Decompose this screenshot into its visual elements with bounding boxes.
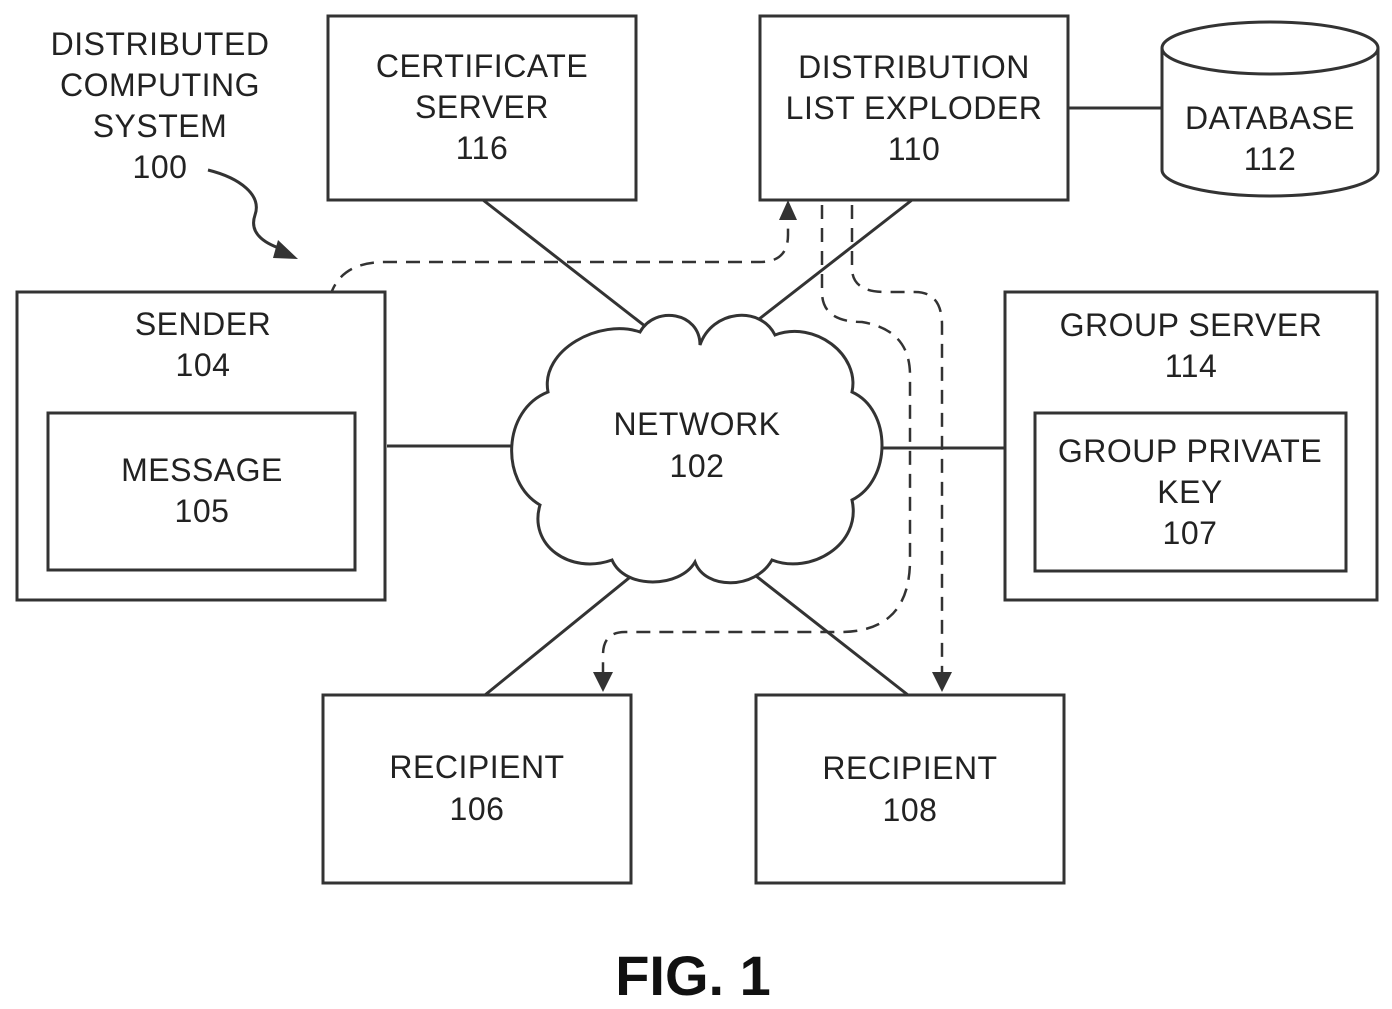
distribution-list-exploder-box [758,14,1070,202]
group-private-key-label-line2: KEY [1157,474,1223,510]
arrowhead-to-exploder [779,200,797,220]
recipient-108-label: RECIPIENT [822,750,997,786]
network-connections [387,106,1162,697]
distribution-list-exploder-node: DISTRIBUTION LIST EXPLODER 110 [758,14,1070,202]
recipient-108-box [754,693,1066,885]
flow-exploder-to-recipient-108 [850,205,944,675]
system-pointer-arrowhead [273,240,298,259]
group-private-key-label-line1: GROUP PRIVATE [1058,433,1322,469]
recipient-106-ref: 106 [450,791,505,827]
recipient-106-label: RECIPIENT [389,749,564,785]
database-label: DATABASE [1185,100,1355,136]
message-ref: 105 [175,493,230,529]
system-label: DISTRIBUTED COMPUTING SYSTEM 100 [51,26,298,259]
exploder-label-line2: LIST EXPLODER [786,90,1043,126]
arrowhead-to-recipient-106 [593,672,613,692]
recipient-106-box [321,693,633,885]
database-ref: 112 [1244,141,1297,177]
arrowhead-to-recipient-108 [932,672,952,692]
connection-certificate-server [482,198,651,332]
network-node: NETWORK 102 [510,313,884,585]
message-flow-paths [325,200,952,692]
system-label-line3: SYSTEM [93,108,228,144]
network-ref: 102 [670,448,725,484]
group-server-node: GROUP SERVER 114 GROUP PRIVATE KEY 107 [1003,290,1379,602]
group-private-key-box [1033,411,1348,573]
certificate-server-label-line1: CERTIFICATE [376,48,588,84]
sender-ref: 104 [176,347,231,383]
flow-exploder-to-recipient-106 [601,205,912,675]
figure-caption: FIG. 1 [615,944,771,1007]
flow-sender-to-exploder [325,215,790,412]
database-node: DATABASE 112 [1160,20,1380,198]
system-label-ref: 100 [133,149,188,185]
recipient-106-node: RECIPIENT 106 [321,693,633,885]
certificate-server-label-line2: SERVER [415,89,549,125]
exploder-label-line1: DISTRIBUTION [798,49,1030,85]
group-private-key-ref: 107 [1163,515,1218,551]
sender-label: SENDER [135,306,271,342]
certificate-server-node: CERTIFICATE SERVER 116 [326,14,638,202]
connection-recipient-108 [741,563,909,697]
recipient-108-ref: 108 [883,792,938,828]
system-label-line1: DISTRIBUTED [51,26,270,62]
sender-node: SENDER 104 MESSAGE 105 [15,290,387,602]
recipient-108-node: RECIPIENT 108 [754,693,1066,885]
system-label-line2: COMPUTING [60,67,260,103]
message-box [46,411,357,572]
database-cylinder-body [1160,48,1380,198]
connection-distribution-list-exploder [744,198,913,332]
message-label: MESSAGE [121,452,283,488]
certificate-server-box [326,14,638,202]
system-pointer-squiggle [207,168,286,252]
connection-recipient-106 [484,563,646,697]
database-cylinder-top [1160,20,1380,76]
network-cloud-shape [510,313,884,585]
network-label: NETWORK [613,406,780,442]
group-server-label: GROUP SERVER [1060,307,1323,343]
certificate-server-ref: 116 [456,130,509,166]
group-server-ref: 114 [1165,348,1218,384]
exploder-ref: 110 [888,131,941,167]
